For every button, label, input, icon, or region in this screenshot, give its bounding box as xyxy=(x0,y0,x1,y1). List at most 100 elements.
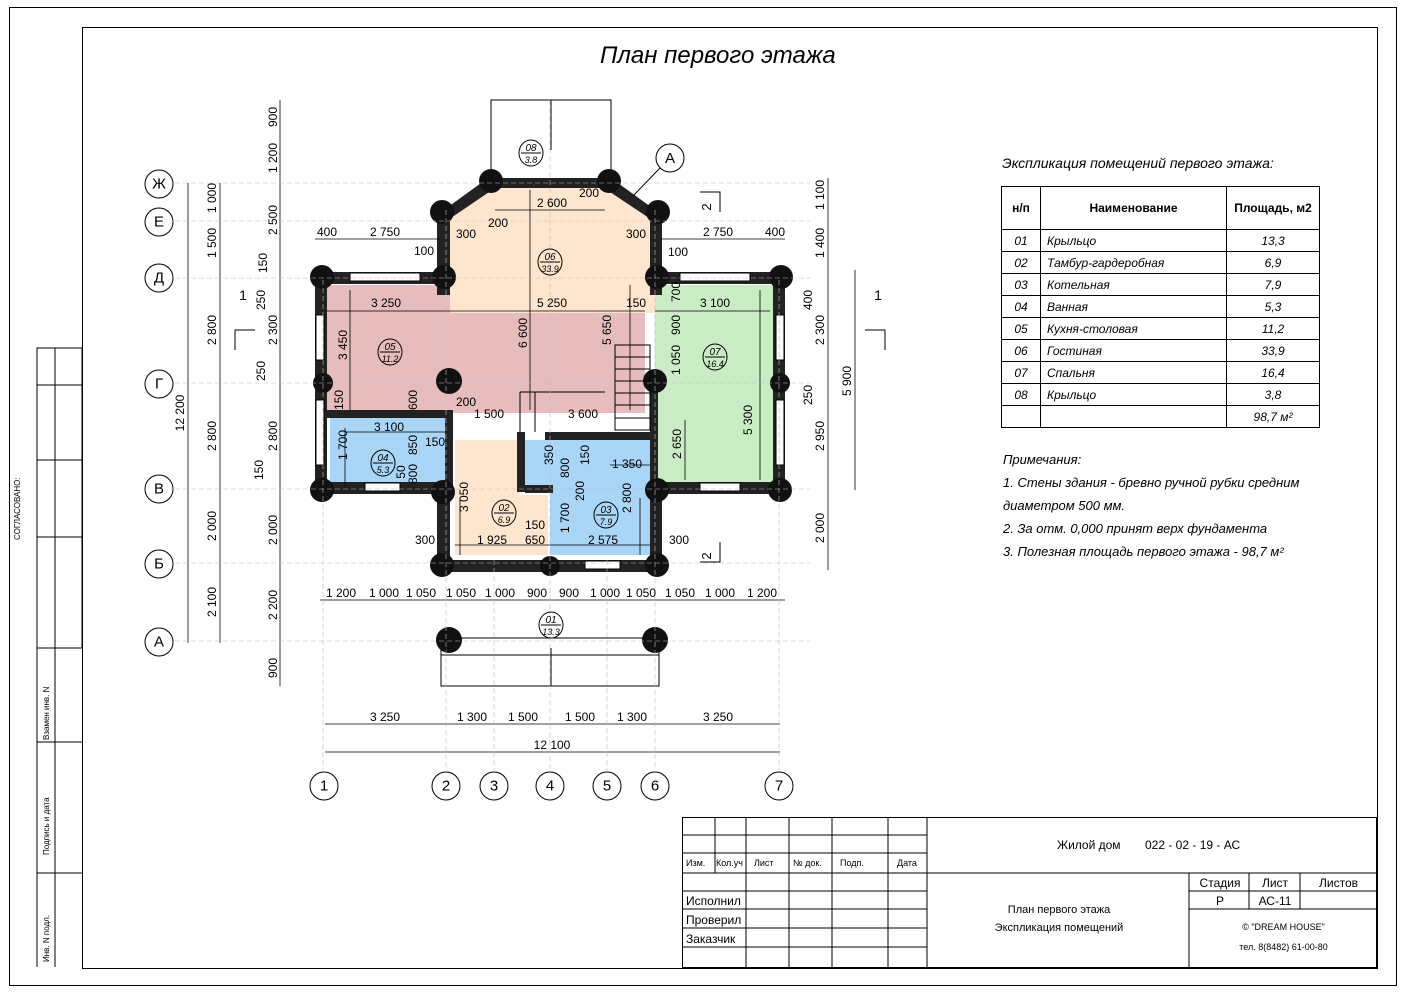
dim-right-outer: 2 300 xyxy=(813,315,827,345)
room-name: Крыльцо xyxy=(1040,229,1227,252)
room-fill-07 xyxy=(655,285,775,485)
col-list: Лист xyxy=(754,858,774,868)
note-line: 3. Полезная площадь первого этажа - 98,7… xyxy=(1003,544,1284,559)
header-num: н/п xyxy=(1001,186,1041,230)
room-area: 13,3 xyxy=(1226,229,1320,252)
dim-interior: 5 250 xyxy=(537,296,567,310)
room-num: 02 xyxy=(1001,251,1041,274)
room-fill-05b xyxy=(450,313,645,413)
room-tag-number: 08 xyxy=(525,143,537,154)
dim-interior: 700 xyxy=(669,282,683,302)
room-num: 08 xyxy=(1001,383,1041,406)
room-name: Тамбур-гардеробная xyxy=(1040,251,1227,274)
dim-interior: 2 575 xyxy=(588,533,618,547)
project-code: 022 - 02 - 19 - АС xyxy=(1145,838,1241,852)
section-mark: 2 xyxy=(699,203,714,210)
room-tag-number: 01 xyxy=(545,615,556,626)
axis-label-5: 5 xyxy=(603,778,611,795)
room-tag-02: 026.9 xyxy=(491,499,517,527)
axis-label-7: 7 xyxy=(775,778,783,795)
room-tag-circle xyxy=(593,501,619,529)
room-tag-number: 04 xyxy=(377,453,389,464)
dim-interior: 3 100 xyxy=(700,296,730,310)
room-area: 33,9 xyxy=(1226,339,1320,362)
room-area: 11,2 xyxy=(1226,317,1320,340)
axis-label-Б: Б xyxy=(154,556,164,573)
dim-interior: 400 xyxy=(801,290,815,310)
dim-interior: 300 xyxy=(456,227,476,241)
dim-interior: 3 050 xyxy=(457,482,471,512)
dim-interior: 150 xyxy=(256,253,270,273)
blank xyxy=(1040,405,1227,428)
dim-left-inner: 900 xyxy=(266,107,280,127)
room-num: 05 xyxy=(1001,317,1041,340)
dim-interior: 5 650 xyxy=(600,315,614,345)
blank xyxy=(1001,405,1041,428)
dim-interior: 300 xyxy=(415,533,435,547)
dim-left-inner: 2 200 xyxy=(266,590,280,620)
dim-top-right: 2 750 xyxy=(703,225,733,239)
dim-interior: 150 xyxy=(252,460,266,480)
dim-left-inner: 2 300 xyxy=(266,315,280,345)
dim-interior: 150 xyxy=(332,390,346,410)
dim-porch: 1 050 xyxy=(406,586,436,600)
dim-bottom-total: 12 100 xyxy=(534,738,571,752)
dim-left-outer: 2 800 xyxy=(205,315,219,345)
dim-top-left: 2 750 xyxy=(370,225,400,239)
dim-interior: 3 450 xyxy=(336,330,350,360)
notes-title: Примечания: xyxy=(1003,452,1082,467)
dim-left-total: 12 200 xyxy=(173,394,187,431)
room-num: 01 xyxy=(1001,229,1041,252)
dim-interior: 850 xyxy=(406,435,420,455)
dimension-lines xyxy=(187,100,856,753)
room-name: Кухня-столовая xyxy=(1040,317,1227,340)
dim-top-left: 400 xyxy=(317,225,337,239)
room-name: Котельная xyxy=(1040,273,1227,296)
room-tag-number: 02 xyxy=(498,503,510,514)
dim-interior: 6 600 xyxy=(516,318,530,348)
room-name: Крыльцо xyxy=(1040,383,1227,406)
role-executed: Исполнил xyxy=(686,894,741,908)
dim-interior: 600 xyxy=(406,390,420,410)
dim-interior: 150 xyxy=(425,435,445,449)
axis-label-А: А xyxy=(154,634,164,651)
room-tag-circle xyxy=(537,248,563,276)
room-tag-number: 07 xyxy=(709,347,721,358)
dim-porch: 1 000 xyxy=(485,586,515,600)
room-name: Гостиная xyxy=(1040,339,1227,362)
dim-interior: 2 800 xyxy=(620,483,634,513)
room-fills xyxy=(325,183,775,555)
dim-bottom: 1 500 xyxy=(508,710,538,724)
dim-interior: 200 xyxy=(573,481,587,501)
room-tag-04: 045.3 xyxy=(370,449,396,477)
room-tag-number: 03 xyxy=(600,505,612,516)
dim-interior: 2 600 xyxy=(537,196,567,210)
dim-bottom: 1 300 xyxy=(457,710,487,724)
drawing-title: План первого этажа xyxy=(600,42,836,69)
dim-right-outer: 1 400 xyxy=(813,228,827,258)
dim-interior: 200 xyxy=(579,186,599,200)
dim-left-inner: 2 500 xyxy=(266,205,280,235)
stairs xyxy=(519,344,651,432)
stage-value: Р xyxy=(1215,894,1224,908)
role-customer: Заказчик xyxy=(686,932,736,946)
room-fill-02 xyxy=(455,440,548,555)
dim-porch: 1 200 xyxy=(747,586,777,600)
dim-interior: 2 650 xyxy=(670,429,684,459)
dim-interior: 300 xyxy=(626,227,646,241)
dim-porch: 900 xyxy=(527,586,547,600)
room-fill-05 xyxy=(325,285,450,413)
col-date: Дата xyxy=(897,858,917,868)
room-num: 04 xyxy=(1001,295,1041,318)
sheet-name-1: План первого этажа xyxy=(1007,904,1111,916)
dim-left-inner: 2 000 xyxy=(266,515,280,545)
dim-left-outer: 2 000 xyxy=(205,511,219,541)
axis-lines xyxy=(175,100,810,770)
